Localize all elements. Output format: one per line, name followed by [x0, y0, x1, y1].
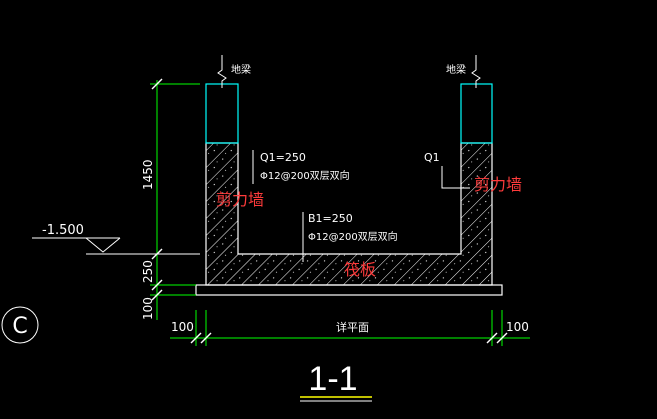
- tick-h2: [200, 332, 212, 344]
- break-line-left: [217, 55, 227, 88]
- dim-center-label: 详平面: [336, 320, 369, 334]
- raft-label: 筏板: [344, 260, 376, 279]
- break-line-right: [471, 55, 481, 88]
- q1-left-spec: Q1=250: [260, 151, 306, 164]
- elevation-value: -1.500: [42, 223, 84, 238]
- dim-100-left: 100: [171, 320, 194, 334]
- axis-label: C: [12, 314, 27, 339]
- shear-wall-left-label: 剪力墙: [216, 190, 264, 209]
- section-title: 1-1: [308, 360, 357, 398]
- shear-wall-right-label: 剪力墙: [474, 175, 522, 194]
- tick-h4: [496, 332, 508, 344]
- tick-raft: [151, 279, 163, 291]
- dim-250: 250: [141, 260, 155, 283]
- cushion-layer: [195, 284, 503, 296]
- dim-100-vertical: 100: [141, 297, 155, 320]
- tick-h1: [190, 332, 202, 344]
- b1-spec: B1=250: [308, 212, 353, 225]
- q1-left-rebar: Φ12@200双层双向: [260, 169, 350, 182]
- ground-beam-label-right: 地梁: [446, 63, 466, 76]
- q1-right-label: Q1: [424, 151, 440, 164]
- tick-top: [151, 78, 163, 90]
- b1-rebar: Φ12@200双层双向: [308, 230, 398, 243]
- tick-h3: [486, 332, 498, 344]
- ground-beam-left: [205, 83, 239, 144]
- ground-beam-label-left: 地梁: [231, 63, 251, 76]
- elevation-triangle: [85, 237, 121, 253]
- dim-100-right: 100: [506, 320, 529, 334]
- axis-bubble: [1, 306, 39, 344]
- leader-q1-right: [441, 166, 470, 189]
- dim-1450: 1450: [141, 159, 155, 190]
- tick-bottom: [151, 289, 163, 301]
- ground-beam-right: [460, 83, 493, 144]
